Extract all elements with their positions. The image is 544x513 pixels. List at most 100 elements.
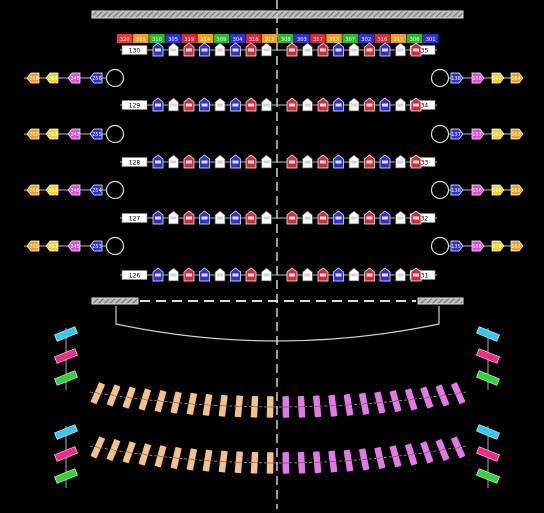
seat-marker-label bbox=[336, 104, 342, 107]
side-tag-label: 164 bbox=[511, 76, 521, 82]
legend-code: 319 bbox=[184, 37, 194, 43]
side-group-circle bbox=[107, 70, 124, 87]
seat-marker-label bbox=[217, 104, 223, 107]
seat-marker-label bbox=[336, 217, 342, 220]
seat-marker-label bbox=[382, 161, 388, 164]
seat-marker-label bbox=[367, 161, 373, 164]
side-tag-label: 248 bbox=[70, 76, 80, 82]
side-group-circle bbox=[107, 238, 124, 255]
seat-marker-label bbox=[248, 104, 254, 107]
legend-code: 307 bbox=[345, 37, 355, 43]
side-tag-label: 163 bbox=[511, 132, 521, 138]
seat-marker-label bbox=[398, 104, 404, 107]
seat-marker-label bbox=[351, 161, 357, 164]
seat-marker-label bbox=[382, 49, 388, 52]
seat-marker-label bbox=[217, 274, 223, 277]
seat-marker-label bbox=[305, 274, 311, 277]
seat-marker-label bbox=[171, 104, 177, 107]
side-group-circle bbox=[432, 182, 449, 199]
seat-marker-label bbox=[171, 49, 177, 52]
seat-marker-label bbox=[351, 49, 357, 52]
flag-pole-right bbox=[476, 425, 499, 488]
legend-code: 318 bbox=[249, 37, 259, 43]
seat-marker-label bbox=[351, 217, 357, 220]
row-tag-left: 127 bbox=[129, 216, 141, 223]
seat-marker-label bbox=[202, 217, 208, 220]
legend-code: 309 bbox=[216, 37, 226, 43]
seat-marker-label bbox=[155, 274, 161, 277]
seat-marker-label bbox=[155, 49, 161, 52]
side-tag-label: 266 bbox=[29, 188, 39, 194]
middle-hatch-right bbox=[418, 298, 463, 304]
side-tag-label: 137 bbox=[451, 132, 461, 138]
side-tag-label: 138 bbox=[451, 76, 461, 82]
legend-code: 314 bbox=[200, 37, 211, 43]
side-tag-label: 162 bbox=[492, 76, 502, 82]
seat-marker-label bbox=[186, 274, 192, 277]
side-tag-label: 246 bbox=[70, 188, 80, 194]
legend-code: 306 bbox=[410, 37, 420, 43]
side-tag-label: 135 bbox=[451, 244, 461, 250]
seat-marker-label bbox=[305, 104, 311, 107]
seat-marker-label bbox=[413, 161, 419, 164]
seat-marker-label bbox=[367, 274, 373, 277]
legend-code: 312 bbox=[329, 37, 339, 43]
seat-marker-label bbox=[264, 217, 270, 220]
side-tag-label: 157 bbox=[472, 132, 482, 138]
row-tag-left: 130 bbox=[129, 48, 141, 55]
seat-marker-label bbox=[186, 104, 192, 107]
legend-code: 302 bbox=[361, 37, 371, 43]
side-tag-label: 253 bbox=[92, 244, 102, 250]
side-tag-label: 267 bbox=[29, 132, 39, 138]
legend-code: 301 bbox=[426, 37, 436, 43]
side-tag-label: 162 bbox=[511, 188, 521, 194]
side-group-circle bbox=[432, 126, 449, 143]
seat-marker-label bbox=[367, 49, 373, 52]
seat-marker-label bbox=[305, 217, 311, 220]
seat-marker-label bbox=[289, 274, 295, 277]
seat-marker-label bbox=[289, 161, 295, 164]
side-group-circle bbox=[432, 70, 449, 87]
side-tag-label: 158 bbox=[472, 76, 482, 82]
seat-marker-label bbox=[398, 161, 404, 164]
seat-marker-label bbox=[264, 49, 270, 52]
side-group-circle bbox=[107, 182, 124, 199]
seat-marker-label bbox=[398, 274, 404, 277]
seat-marker-label bbox=[351, 104, 357, 107]
legend-code: 311 bbox=[393, 37, 403, 43]
seat-marker-label bbox=[233, 217, 239, 220]
legend-code: 320 bbox=[120, 37, 130, 43]
seat-marker-label bbox=[217, 49, 223, 52]
side-tag-label: 261 bbox=[48, 244, 58, 250]
legend-code: 317 bbox=[313, 37, 323, 43]
flag-pole-left bbox=[54, 425, 77, 488]
seat-marker-label bbox=[186, 49, 192, 52]
flag-pole-right bbox=[476, 327, 499, 390]
seat-marker-label bbox=[264, 104, 270, 107]
seat-marker-label bbox=[336, 49, 342, 52]
seat-marker-label bbox=[367, 104, 373, 107]
side-group-right: 138 158 162 164 bbox=[432, 70, 524, 87]
seat-marker-label bbox=[320, 49, 326, 52]
legend-code: 316 bbox=[377, 37, 387, 43]
legend-code: 305 bbox=[168, 37, 178, 43]
seat-marker-label bbox=[382, 217, 388, 220]
legend-code: 303 bbox=[297, 37, 307, 43]
seat-marker-label bbox=[248, 161, 254, 164]
seat-marker-label bbox=[382, 274, 388, 277]
seat-marker-label bbox=[305, 161, 311, 164]
side-tag-label: 263 bbox=[48, 132, 58, 138]
side-group-circle bbox=[432, 238, 449, 255]
